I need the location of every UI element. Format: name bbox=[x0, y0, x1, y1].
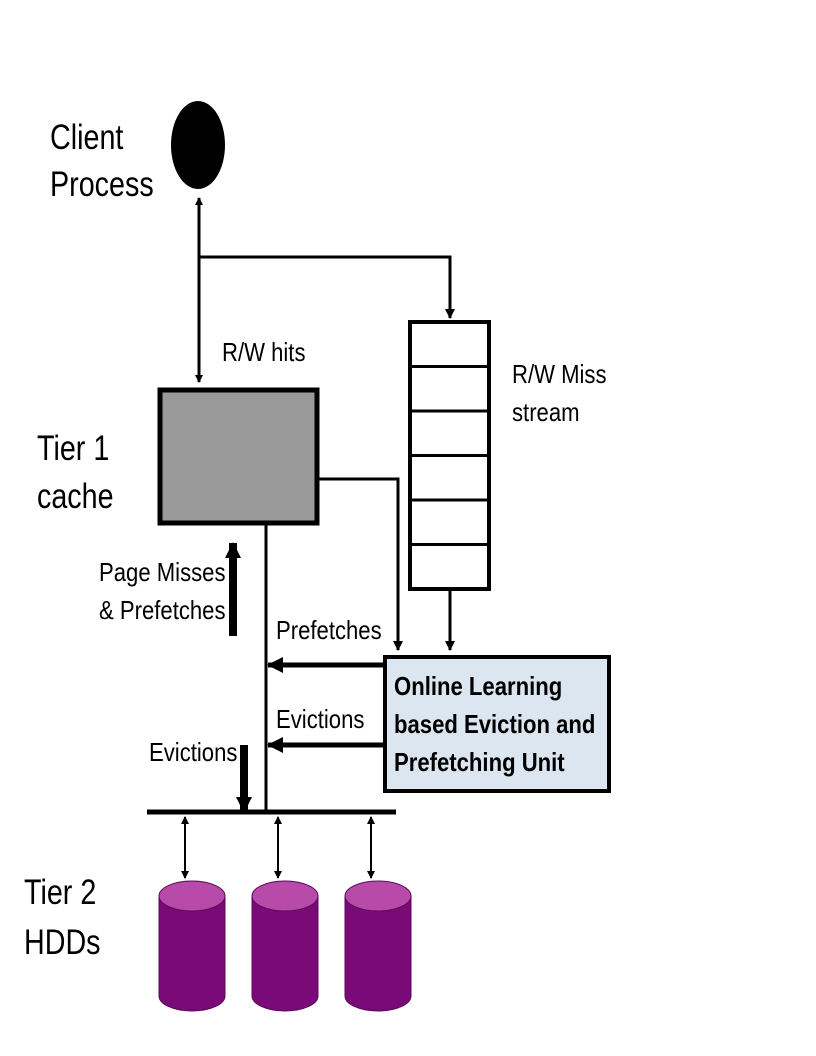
prefetches-label: Prefetches bbox=[276, 615, 382, 645]
disk-top bbox=[251, 880, 319, 912]
evictions-left-label: Evictions bbox=[149, 737, 238, 767]
tier1-label-line1: Tier 1 bbox=[37, 429, 110, 468]
client-process-node bbox=[171, 101, 225, 189]
rw-miss-label-line2: stream bbox=[512, 397, 580, 427]
cache-to-unit-arrow bbox=[317, 477, 403, 651]
evictions-right-label: Evictions bbox=[276, 704, 365, 734]
unit-label-line2: based Eviction and bbox=[394, 709, 596, 739]
online-learning-unit-box bbox=[383, 655, 611, 793]
tier2-label-line1: Tier 2 bbox=[24, 873, 97, 912]
tier1-cache-box bbox=[157, 387, 320, 526]
unit-label-line1: Online Learning bbox=[394, 671, 563, 701]
page-misses-label-line1: Page Misses bbox=[99, 557, 226, 587]
miss-stream-branch bbox=[199, 255, 455, 319]
hdd-disk bbox=[158, 816, 226, 1012]
tier1-label-line2: cache bbox=[37, 477, 114, 516]
page-misses-label-line2: & Prefetches bbox=[99, 595, 226, 625]
tier2-disks bbox=[158, 816, 412, 1012]
client-process-label-line1: Client bbox=[50, 118, 124, 157]
disk-top bbox=[344, 880, 412, 912]
miss-stream-queue bbox=[408, 320, 491, 591]
rw-hits-label: R/W hits bbox=[222, 337, 306, 367]
client-process-label-line2: Process bbox=[50, 165, 154, 204]
disk-body bbox=[344, 895, 412, 1012]
disk-top bbox=[158, 880, 226, 912]
disk-body bbox=[158, 895, 226, 1012]
hdd-disk bbox=[344, 816, 412, 1012]
unit-label-line3: Prefetching Unit bbox=[394, 747, 565, 777]
tier2-label-line2: HDDs bbox=[24, 923, 101, 962]
hdd-disk bbox=[251, 816, 319, 1012]
disk-body bbox=[251, 895, 319, 1012]
rw-miss-label-line1: R/W Miss bbox=[512, 359, 607, 389]
